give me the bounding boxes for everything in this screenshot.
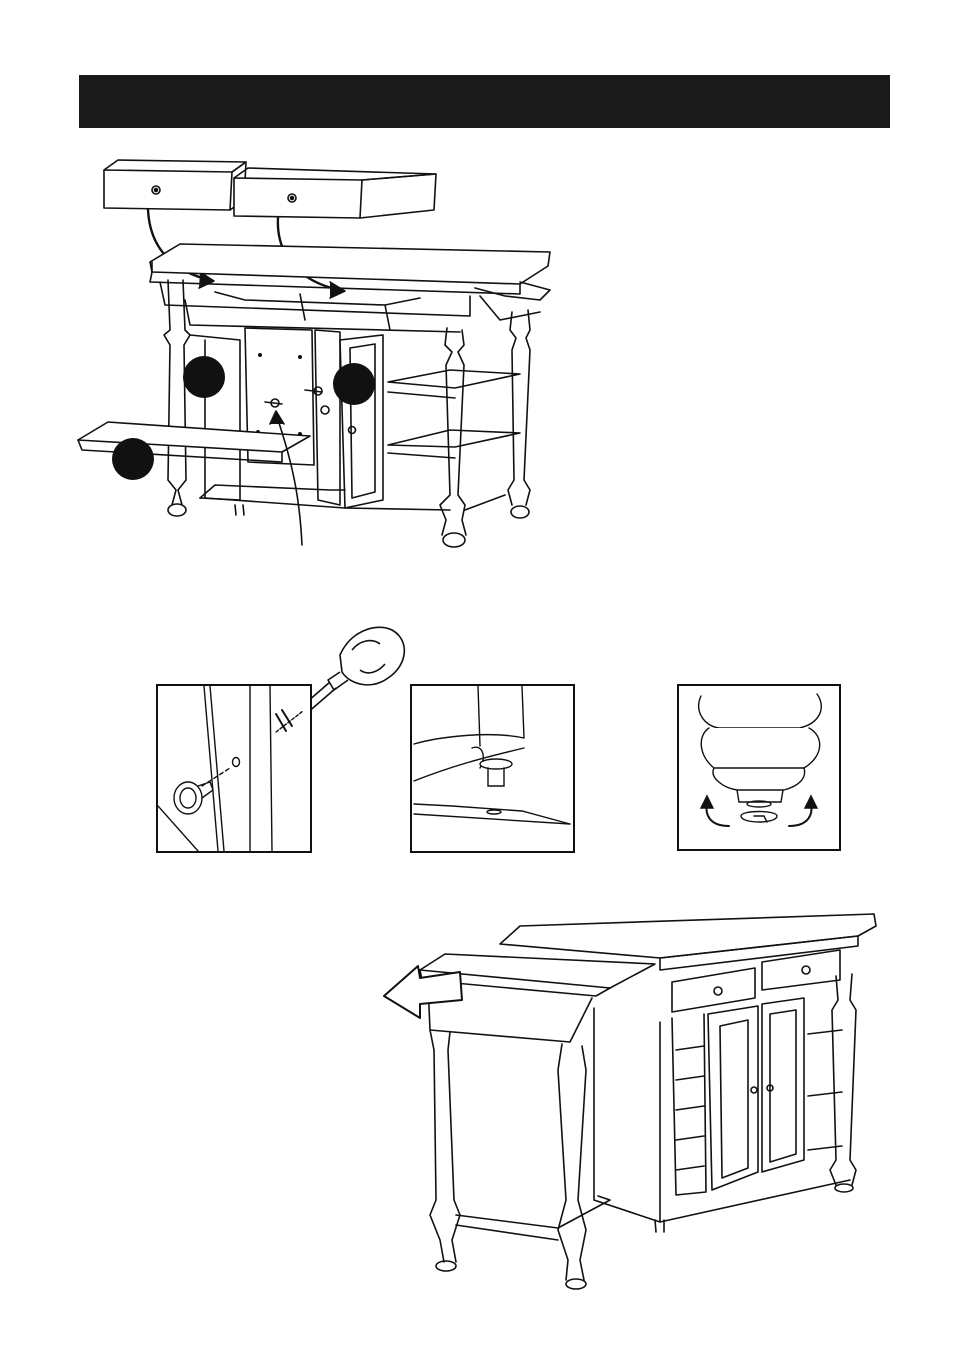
drawer-right — [234, 168, 436, 218]
detail-knob-installation — [156, 684, 312, 853]
caster-detail-illustration — [679, 686, 839, 849]
callout-dot-b — [333, 363, 375, 405]
detail-caster-turn — [677, 684, 841, 851]
knob-detail-illustration — [158, 686, 310, 851]
glide-detail-illustration — [412, 686, 573, 851]
callout-dot-a — [183, 356, 225, 398]
drawer-left — [104, 160, 246, 210]
detail-glide-insertion — [410, 684, 575, 853]
callout-dot-c — [112, 438, 154, 480]
